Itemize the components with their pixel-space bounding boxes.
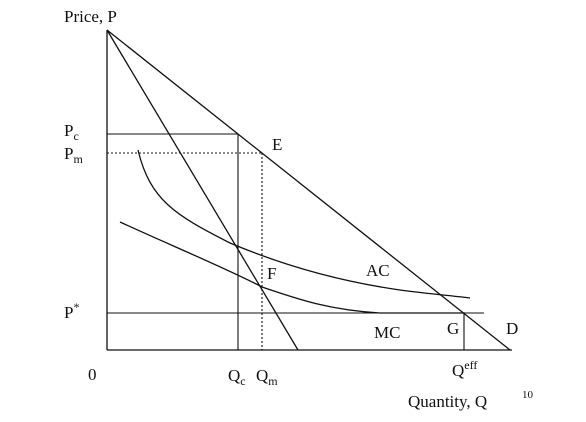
pc-label: Pc (64, 121, 79, 143)
pstar-label-sup: * (73, 300, 79, 314)
pstar-label-main: P (64, 303, 73, 322)
marginal-revenue-curve (106, 29, 299, 351)
qc-label-main: Q (228, 366, 240, 385)
pc-label-main: P (64, 121, 73, 140)
demand-curve-label: D (506, 319, 518, 338)
pc-label-sub: c (73, 129, 78, 143)
qeff-label-main: Q (452, 361, 464, 380)
average-cost-curve (137, 149, 471, 299)
ac-curve-label: AC (366, 261, 390, 280)
qc-label-sub: c (240, 374, 245, 388)
slide-number: 10 (522, 389, 534, 401)
pm-label-sub: m (73, 152, 83, 166)
qm-label: Qm (256, 366, 278, 388)
qeff-label: Qeff (452, 358, 477, 380)
origin-label: 0 (88, 365, 97, 384)
qm-label-sub: m (268, 374, 278, 388)
pstar-label: P* (64, 300, 79, 322)
point-e-label: E (272, 135, 282, 154)
x-axis-label: Quantity, Q (408, 392, 487, 411)
qeff-label-sup: eff (464, 358, 477, 372)
y-axis-label: Price, P (64, 7, 117, 26)
mc-curve-label: MC (374, 323, 400, 342)
qc-label: Qc (228, 366, 246, 388)
marginal-cost-curve (119, 221, 465, 314)
qm-label-main: Q (256, 366, 268, 385)
demand-curve (106, 29, 511, 351)
pm-label-main: P (64, 144, 73, 163)
point-f-label: F (267, 264, 276, 283)
point-g-label: G (447, 319, 459, 338)
pm-label: Pm (64, 144, 83, 166)
